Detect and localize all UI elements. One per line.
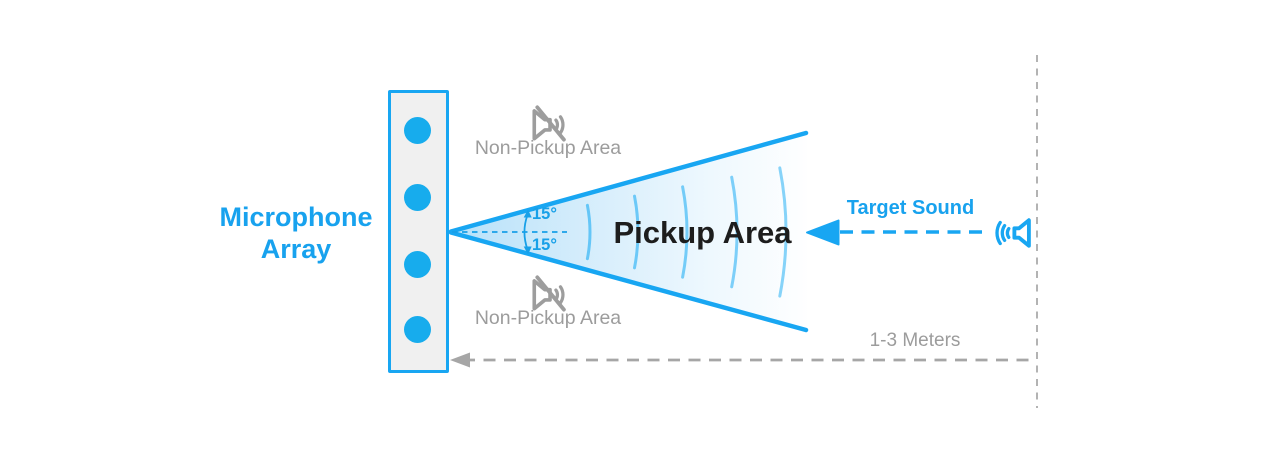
pickup-cone [450, 133, 807, 330]
mic-array-label-line1: Microphone [219, 202, 373, 232]
sound-wave-arc [585, 203, 592, 261]
mic-dot [404, 316, 431, 343]
muted-speaker-icon-bottom [532, 275, 566, 312]
distance-arrowhead [450, 352, 470, 368]
sound-wave-arc [681, 185, 689, 279]
angle-arrow-down-head [523, 246, 532, 255]
target-sound-arrowhead [806, 219, 840, 246]
pickup-area-label: Pickup Area [613, 215, 792, 250]
target-sound-label: Target Sound [846, 197, 975, 219]
non-pickup-area-bottom-label: Non-Pickup Area [474, 307, 622, 329]
mic-dot [404, 251, 431, 278]
sound-wave-arcs [585, 166, 788, 298]
cone-lower-edge [448, 230, 809, 333]
angle-arrow-up-head [523, 209, 532, 218]
speaker-icon [995, 218, 1031, 248]
upper-angle-label: 15° [532, 205, 557, 223]
sound-wave-arc [730, 175, 739, 289]
muted-speaker-icon-top [532, 105, 566, 142]
mic-array-label-line2: Array [260, 234, 332, 264]
mic-array-panel [388, 90, 449, 373]
mic-array-label: Microphone Array [170, 201, 422, 265]
cone-upper-edge [448, 130, 809, 234]
non-pickup-area-top-label: Non-Pickup Area [474, 137, 622, 159]
lower-angle-label: 15° [532, 236, 557, 254]
distance-label: 1-3 Meters [869, 330, 961, 351]
sound-wave-arc [633, 194, 640, 270]
mic-dot [404, 117, 431, 144]
sound-wave-arc [778, 166, 788, 298]
mic-dot [404, 184, 431, 211]
